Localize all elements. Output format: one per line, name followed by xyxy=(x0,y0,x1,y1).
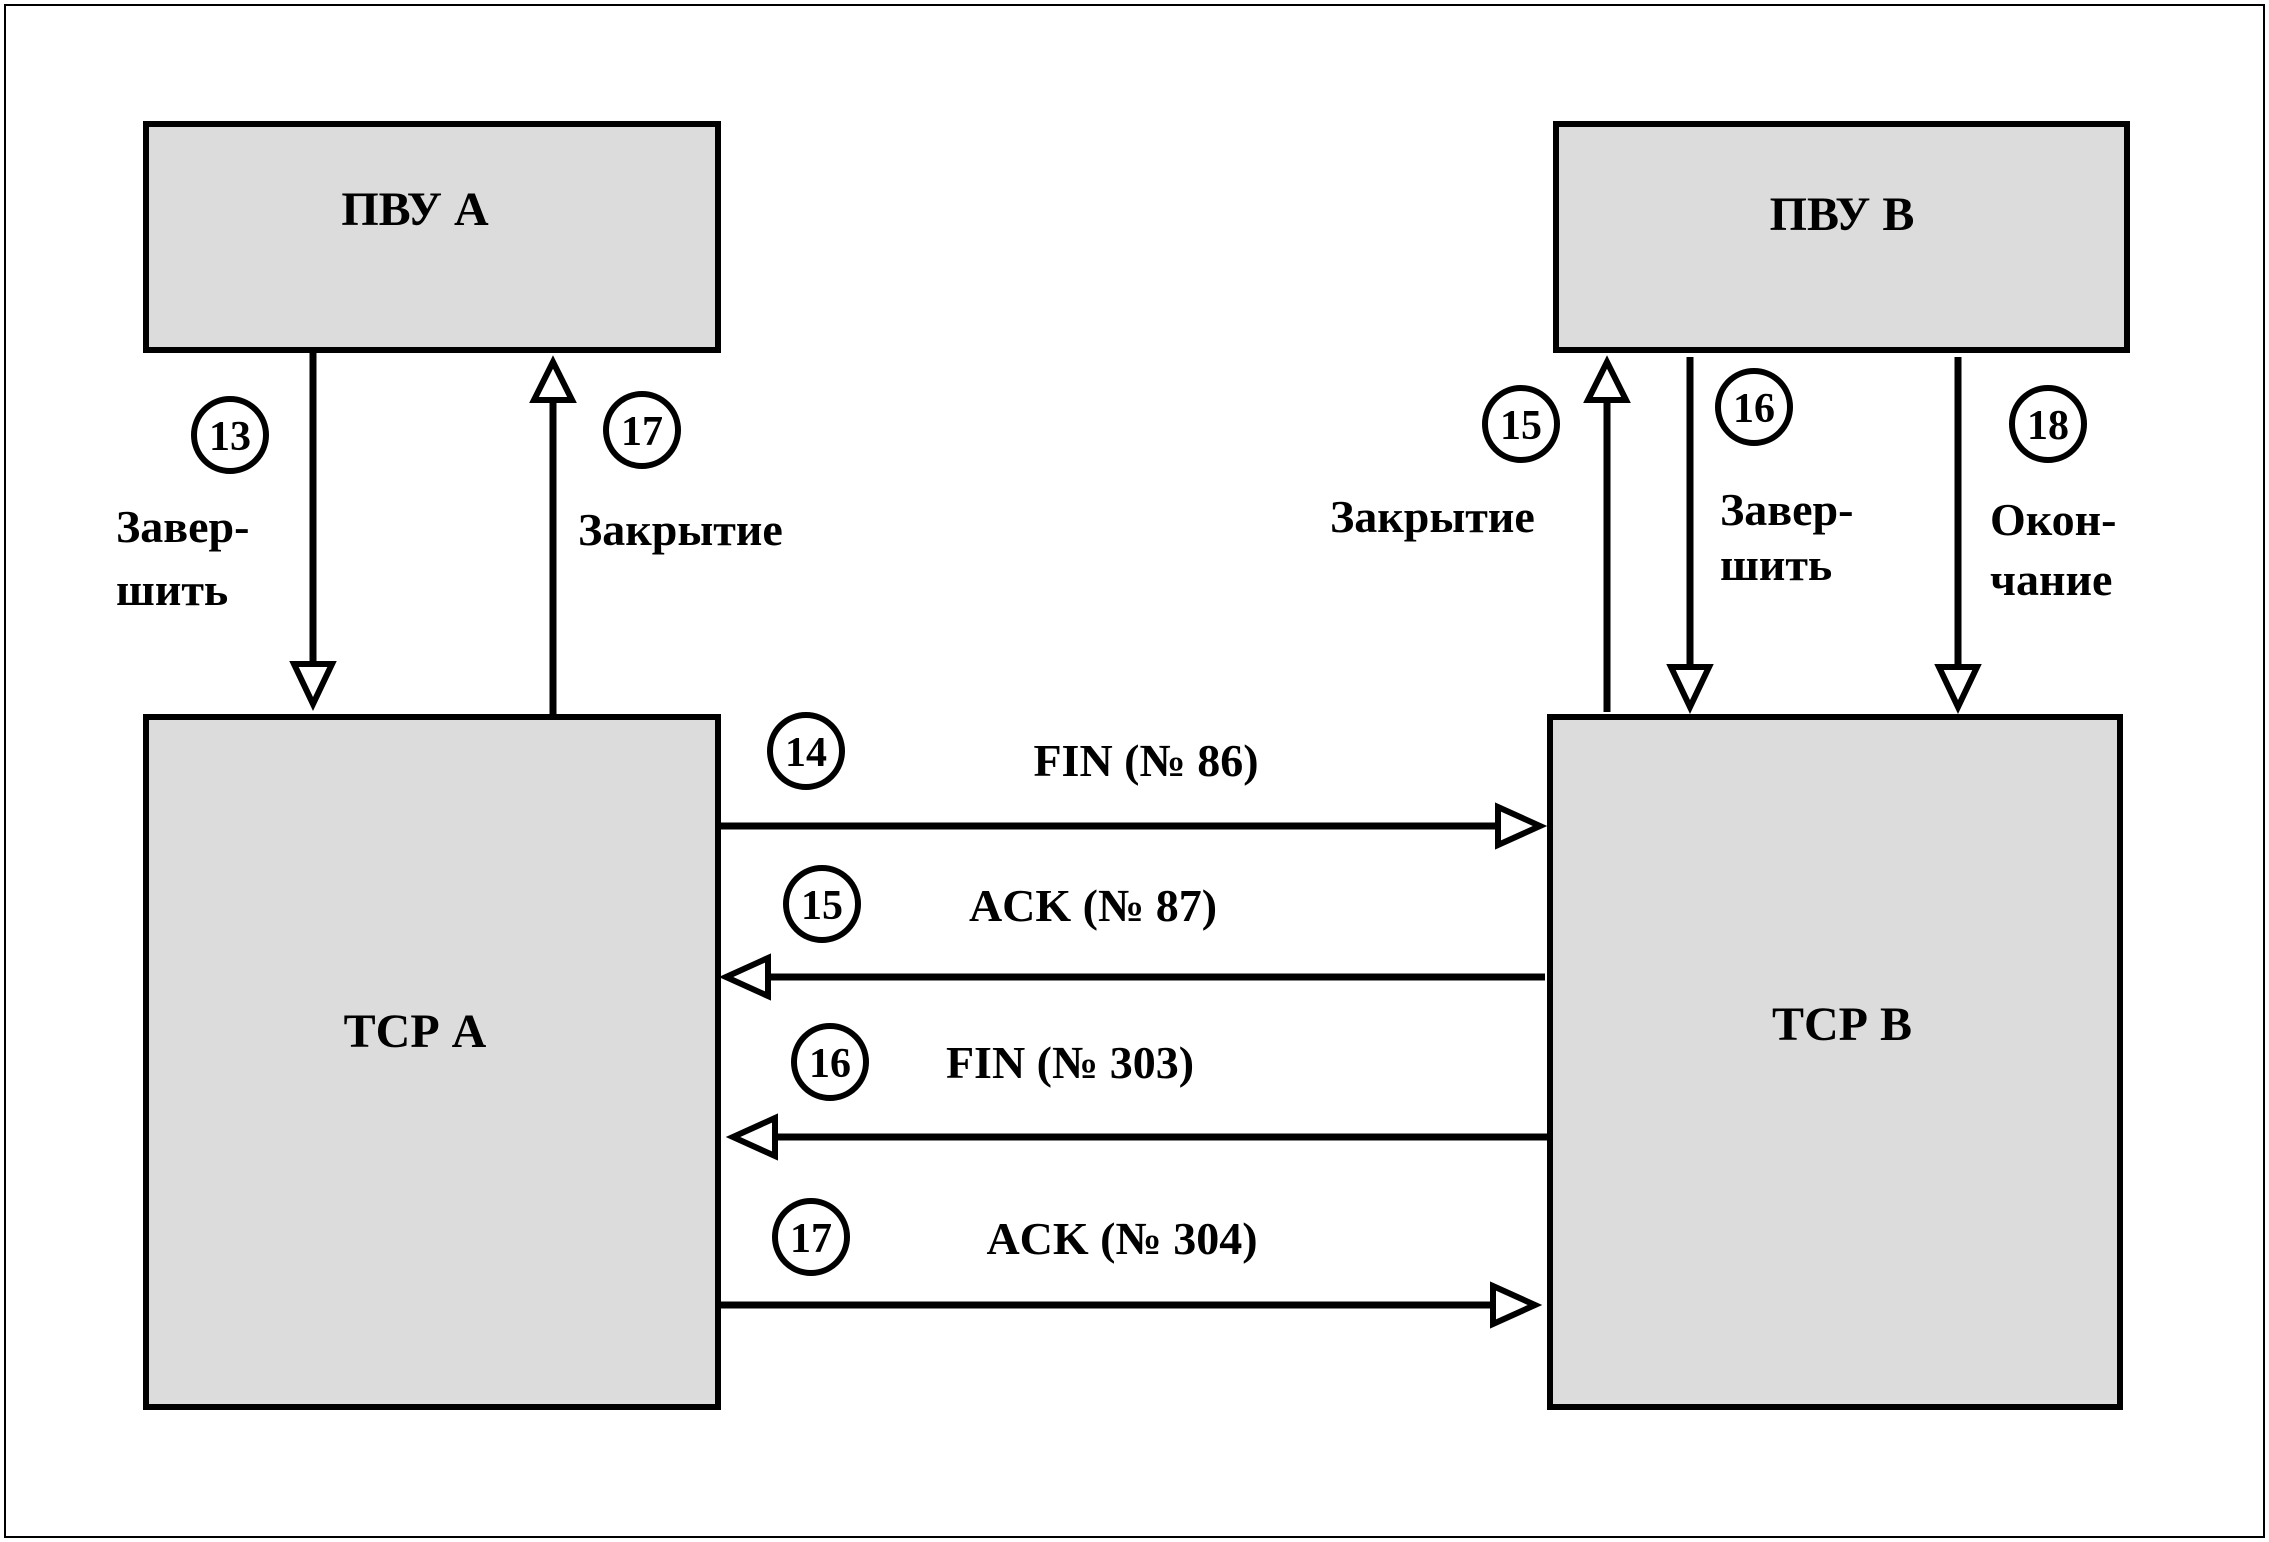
b-down-18-label-line2: чание xyxy=(1990,554,2112,605)
pvu-a-box: ПВУ А xyxy=(143,121,721,353)
step-13-number: 13 xyxy=(209,414,251,460)
step-15b-number: 15 xyxy=(1500,403,1542,449)
arrow-b-down-16: 16 Завер- шить xyxy=(1666,357,1853,714)
tcp-b-box: ТСР В xyxy=(1547,714,2123,1410)
arrow-b-down-18: 18 Окон- чание xyxy=(1934,357,2117,714)
step-18-circle xyxy=(2009,385,2087,463)
step-16-number: 16 xyxy=(809,1041,851,1087)
step-16-circle xyxy=(791,1023,869,1101)
step-15-circle xyxy=(783,865,861,943)
message-fin-303-label: FIN (№ 303) xyxy=(946,1037,1194,1088)
b-down-18-label-line1: Окон- xyxy=(1990,494,2117,545)
arrow-b-up: 15 Закрытие xyxy=(1330,355,1631,712)
step-17-number: 17 xyxy=(790,1216,832,1262)
step-15-number: 15 xyxy=(801,883,843,929)
b-down-16-label-line2: шить xyxy=(1720,539,1832,590)
tcp-b-label: ТСР В xyxy=(1772,998,1912,1051)
step-13-circle xyxy=(191,396,269,474)
step-16b-number: 16 xyxy=(1733,386,1775,432)
step-17-circle xyxy=(772,1198,850,1276)
b-up-label: Закрытие xyxy=(1330,491,1535,542)
tcp-a-box: ТСР А xyxy=(143,714,721,1410)
message-ack-304-label: ACK (№ 304) xyxy=(986,1213,1257,1264)
message-ack-87: 15 ACK (№ 87) xyxy=(718,865,1545,1001)
step-18-number: 18 xyxy=(2027,403,2069,449)
pvu-b-box: ПВУ В xyxy=(1553,121,2130,353)
arrow-a-up: 17 Закрытие xyxy=(529,355,783,717)
step-16b-circle xyxy=(1715,368,1793,446)
message-fin-86: 14 FIN (№ 86) xyxy=(718,712,1548,850)
message-fin-303: 16 FIN (№ 303) xyxy=(725,1023,1550,1161)
a-down-label-line1: Завер- xyxy=(116,501,249,552)
message-ack-87-label: ACK (№ 87) xyxy=(969,880,1217,931)
a-up-label: Закрытие xyxy=(578,504,783,555)
pvu-a-label: ПВУ А xyxy=(341,183,489,236)
step-17a-circle xyxy=(603,391,681,469)
step-17a-number: 17 xyxy=(621,409,663,455)
b-down-16-label-line1: Завер- xyxy=(1720,484,1853,535)
step-14-number: 14 xyxy=(785,730,827,776)
pvu-b-label: ПВУ В xyxy=(1770,188,1915,241)
step-15b-circle xyxy=(1482,385,1560,463)
message-fin-86-label: FIN (№ 86) xyxy=(1033,735,1258,786)
message-ack-304: 17 ACK (№ 304) xyxy=(718,1198,1543,1329)
arrow-a-down: 13 Завер- шить xyxy=(116,350,337,711)
tcp-a-label: ТСР А xyxy=(344,1005,487,1058)
a-down-label-line2: шить xyxy=(116,564,228,615)
outer-frame xyxy=(4,4,2265,1538)
step-14-circle xyxy=(767,712,845,790)
